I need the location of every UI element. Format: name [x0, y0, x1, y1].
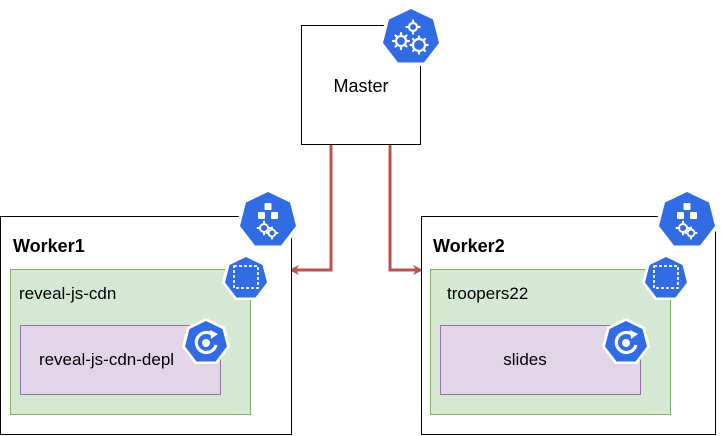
kubernetes-control-plane-icon — [379, 5, 443, 66]
worker1-deployment-label: reveal-js-cdn-depl — [38, 350, 175, 369]
kubernetes-namespace-icon — [222, 254, 270, 300]
kubernetes-node-icon — [655, 188, 719, 249]
worker2-label: Worker2 — [433, 236, 505, 256]
arrow-master-worker1 — [289, 138, 336, 275]
worker1-deployment-box[interactable] — [20, 325, 221, 395]
kubernetes-node-icon — [236, 188, 300, 249]
kubernetes-deployment-icon — [602, 318, 650, 364]
worker1-label: Worker1 — [13, 236, 85, 256]
worker2-deployment-label: slides — [503, 350, 547, 369]
worker2-namespace-label: troopers22 — [447, 284, 529, 303]
master-label: Master — [333, 76, 389, 96]
kubernetes-deployment-icon — [182, 318, 230, 364]
arrow-master-worker2 — [385, 138, 423, 275]
kubernetes-namespace-icon — [642, 254, 690, 300]
worker1-namespace-label: reveal-js-cdn — [19, 284, 117, 303]
